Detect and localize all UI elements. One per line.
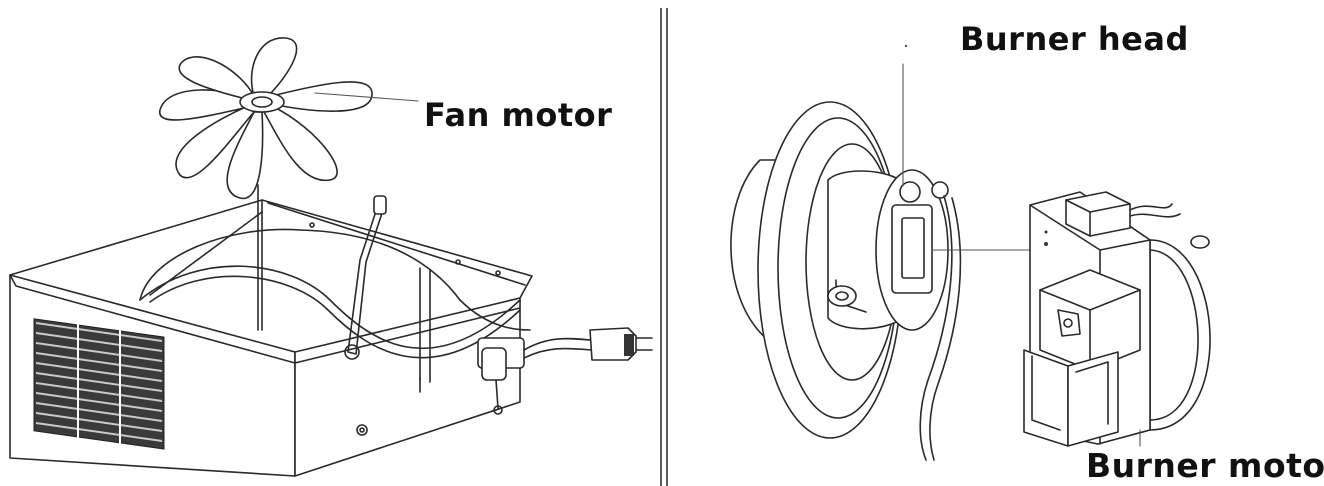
fan-motor-leader bbox=[314, 92, 419, 102]
burner-head bbox=[827, 169, 949, 331]
wire-channel bbox=[139, 228, 531, 359]
leader-dot bbox=[904, 44, 908, 48]
vent-grille bbox=[33, 318, 165, 450]
power-cord bbox=[477, 327, 653, 415]
fan-shaft bbox=[257, 184, 421, 393]
fan-motor-assembly bbox=[9, 37, 653, 477]
burner-motor-label: Burner motor bbox=[1086, 446, 1324, 485]
panel-divider bbox=[660, 8, 668, 486]
fan-blades bbox=[159, 37, 373, 200]
fan-motor-label: Fan motor bbox=[424, 96, 613, 134]
burner-motor bbox=[1023, 191, 1211, 447]
burner-head-label: Burner head bbox=[960, 20, 1189, 58]
burner-assembly bbox=[730, 44, 1211, 461]
ignition-lead bbox=[919, 195, 962, 461]
